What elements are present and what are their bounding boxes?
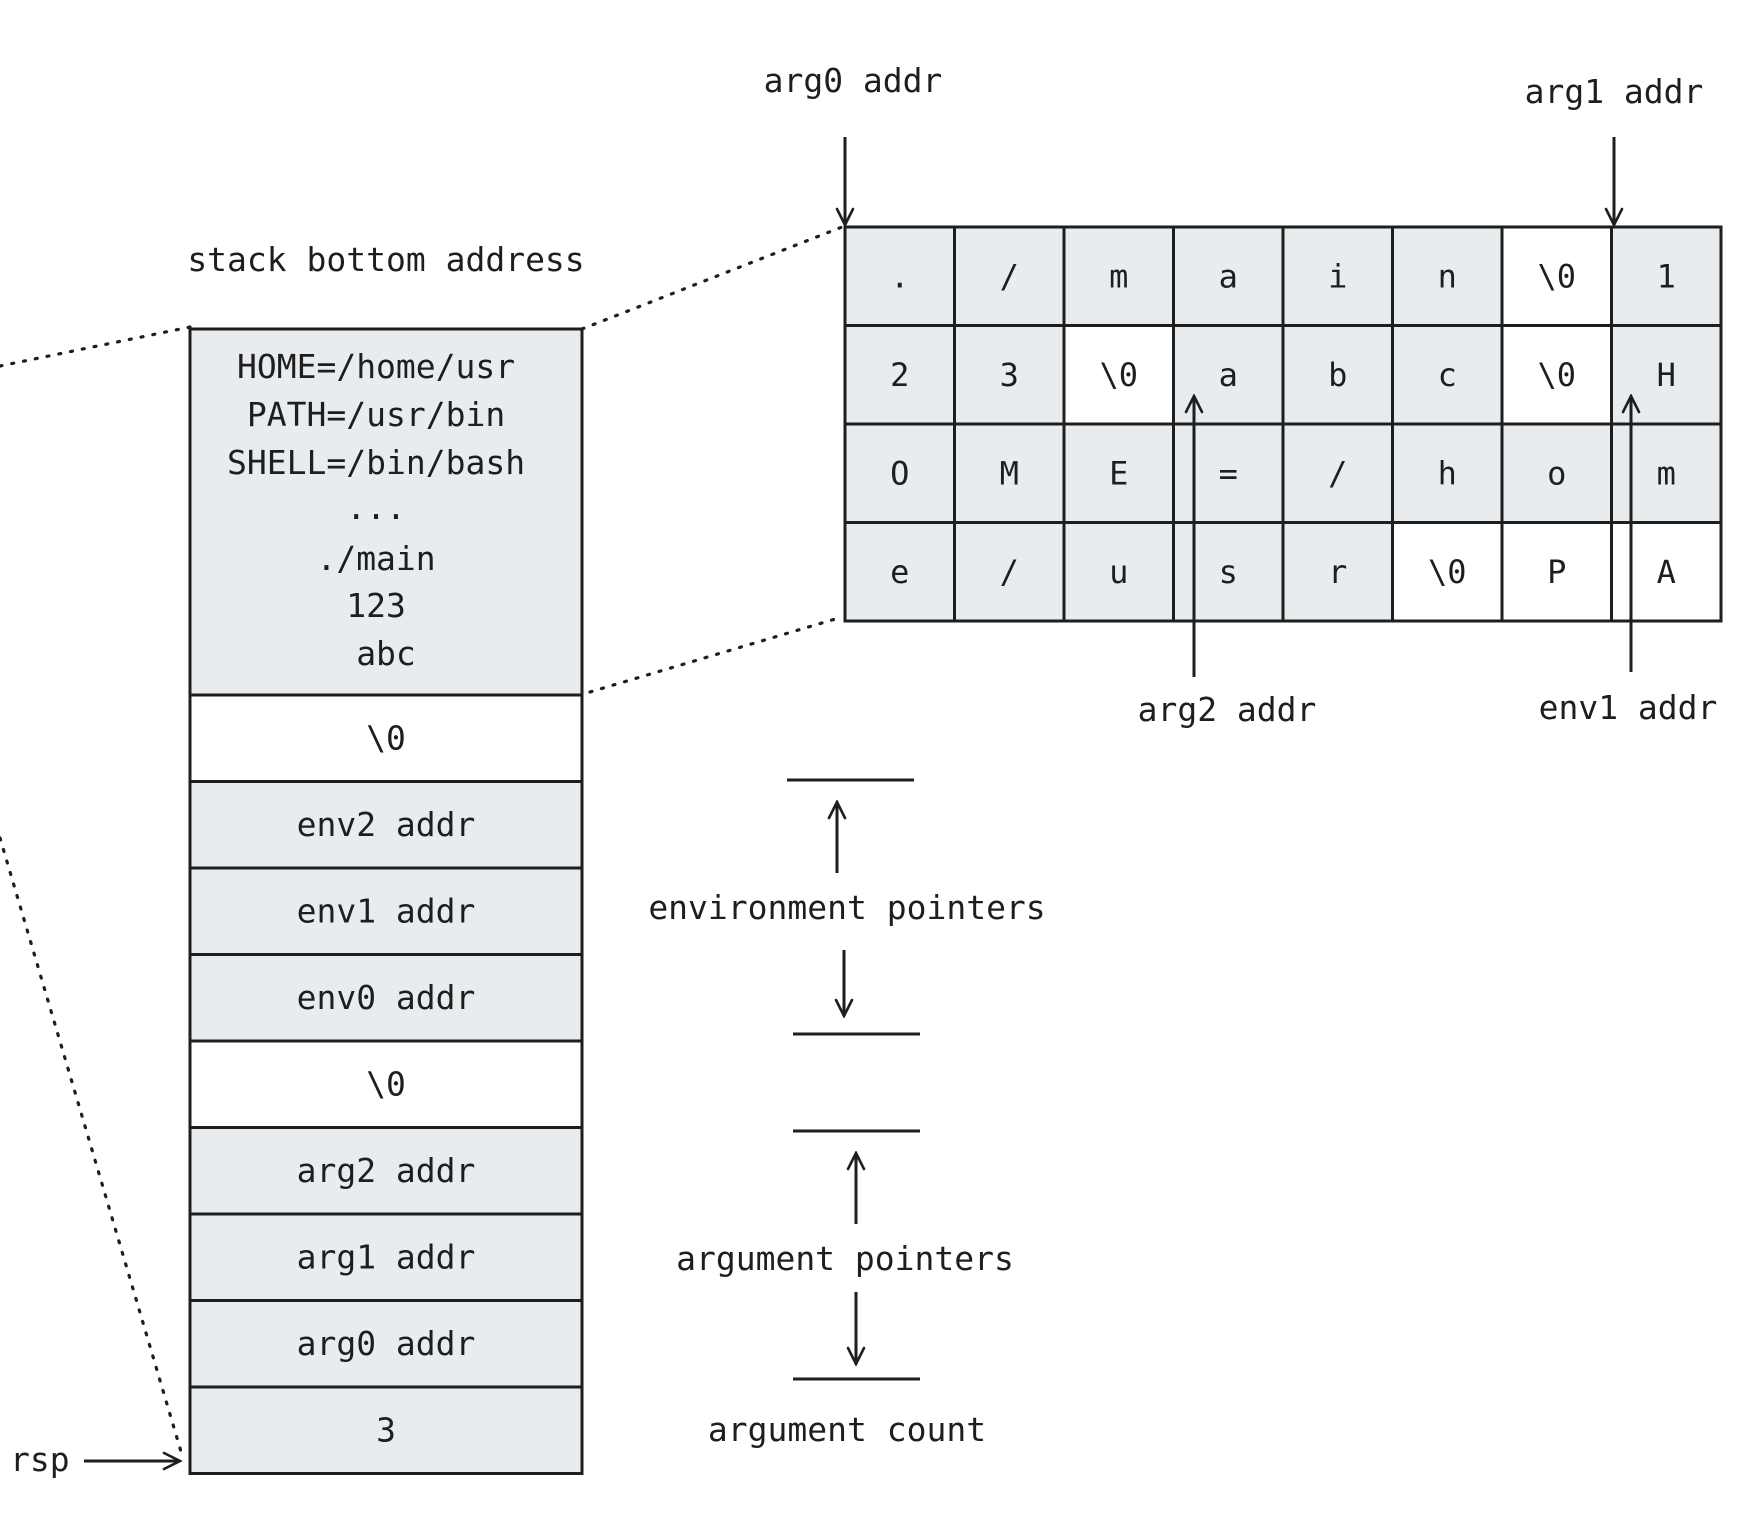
memory-cell-char: e [890,553,909,591]
strings-line-path: PATH=/usr/bin [247,395,505,434]
memory-cell-char: o [1547,454,1566,492]
stack-cell-label: arg1 addr [297,1237,476,1276]
stack-cell [188,1385,584,1475]
strings-line-ellipsis: ... [346,488,406,527]
stack-cell-label: \0 [366,1064,406,1103]
arg0-addr-top-label: arg0 addr [764,61,943,100]
memory-cell [1062,324,1175,426]
svg-text:HOME=/home/usr PATH=/usr: HOME=/home/usr PATH=/usr/bin SHELL=/bin/… [227,347,545,673]
memory-cell [1610,225,1723,327]
argument-pointers-range [793,1129,920,1381]
stack-cell [188,866,584,956]
stack-cell [188,1126,584,1216]
environment-pointers-range [787,778,920,1036]
stack-cell [188,1039,584,1129]
environment-pointers-label: environment pointers [648,888,1045,927]
memory-cell [843,324,956,426]
stack-cell [188,1212,584,1302]
memory-cell-char: c [1438,356,1457,394]
arg2-addr-bottom-label: arg2 addr [1138,690,1317,729]
memory-cell-char: \0 [1537,257,1576,295]
memory-cell-char: h [1438,454,1457,492]
memory-cell [1172,422,1285,524]
memory-cell-char: A [1657,553,1676,591]
strings-line-home: HOME=/home/usr [237,347,515,386]
memory-cell-char: \0 [1099,356,1138,394]
stack-column: HOME=/home/usr PATH=/usr/bin SHELL=/bin/… [188,327,584,1475]
stack-strings-block [188,327,584,697]
memory-cell-char: E [1109,454,1128,492]
memory-cell-char: i [1328,257,1347,295]
argument-pointers-label: argument pointers [676,1239,1014,1278]
env1-addr-bottom-label: env1 addr [1539,688,1718,727]
memory-cell-char: = [1219,454,1238,492]
rsp-label: rsp [10,1440,70,1479]
rsp-left-guide [0,836,184,1457]
memory-cell-char: 1 [1657,257,1676,295]
memory-cell-char: a [1219,257,1238,295]
zoom-guide-top [580,225,844,331]
stack-cells: \0 env2 addr env1 addr env0 addr \0 arg2 addr… [188,693,584,1475]
memory-cell-char: M [1000,454,1019,492]
memory-cell-char: O [890,454,909,492]
memory-cell [953,521,1066,623]
memory-cell-char: a [1219,356,1238,394]
arg1-addr-top-label: arg1 addr [1525,72,1704,111]
stack-cell-label: env1 addr [297,891,476,930]
zoom-guides [0,225,844,1457]
strings-line-shell: SHELL=/bin/bash [227,443,525,482]
stack-cell-label: arg2 addr [297,1151,476,1190]
zoom-guide-bottom [588,615,844,694]
memory-cell [1281,521,1394,623]
memory-cell-char: n [1438,257,1457,295]
memory-cell-char: s [1219,553,1238,591]
stack-cell [188,953,584,1043]
memory-cell-char: 3 [1000,356,1019,394]
memory-cell-char: \0 [1537,356,1576,394]
memory-cell-char: 2 [890,356,909,394]
memory-cell [1391,225,1504,327]
stack-cell-label: 3 [376,1410,396,1449]
strings-line-123: 123 [346,586,406,625]
memory-cell-char: / [1000,257,1019,295]
argument-count-label: argument count [708,1410,986,1449]
memory-cell-char: H [1657,356,1676,394]
memory-cell-char: \0 [1428,553,1467,591]
memory-cell [953,422,1066,524]
stack-cell [188,693,584,783]
memory-cell-char: m [1657,454,1676,492]
memory-cell-char: b [1328,356,1347,394]
memory-cell [1500,521,1613,623]
memory-cell [1391,521,1504,623]
memory-cell-char: m [1109,257,1128,295]
memory-cell [1281,225,1394,327]
memory-cell-char: / [1328,454,1347,492]
memory-cell [843,521,956,623]
memory-cell-char: r [1328,553,1347,591]
memory-cell [953,225,1066,327]
strings-line-main: ./main [316,539,435,578]
memory-cell [1500,422,1613,524]
stack-cell-label: arg0 addr [297,1324,476,1363]
strings-line-abc: abc [356,634,416,673]
stack-cell-label: \0 [366,718,406,757]
memory-cell-char: P [1547,553,1566,591]
stack-cell-label: env0 addr [297,978,476,1017]
stack-cell [188,1299,584,1389]
memory-cell [1281,422,1394,524]
memory-cell-char: u [1109,553,1128,591]
stack-cell-label: env2 addr [297,805,476,844]
memory-cell-char: . [890,257,909,295]
stack-bottom-label: stack bottom address [187,240,584,279]
stack-bottom-left-guide [0,325,192,368]
memory-cell [1500,225,1613,327]
stack-cell [188,780,584,870]
memory-cell-char: / [1000,553,1019,591]
memory-cell [1500,324,1613,426]
